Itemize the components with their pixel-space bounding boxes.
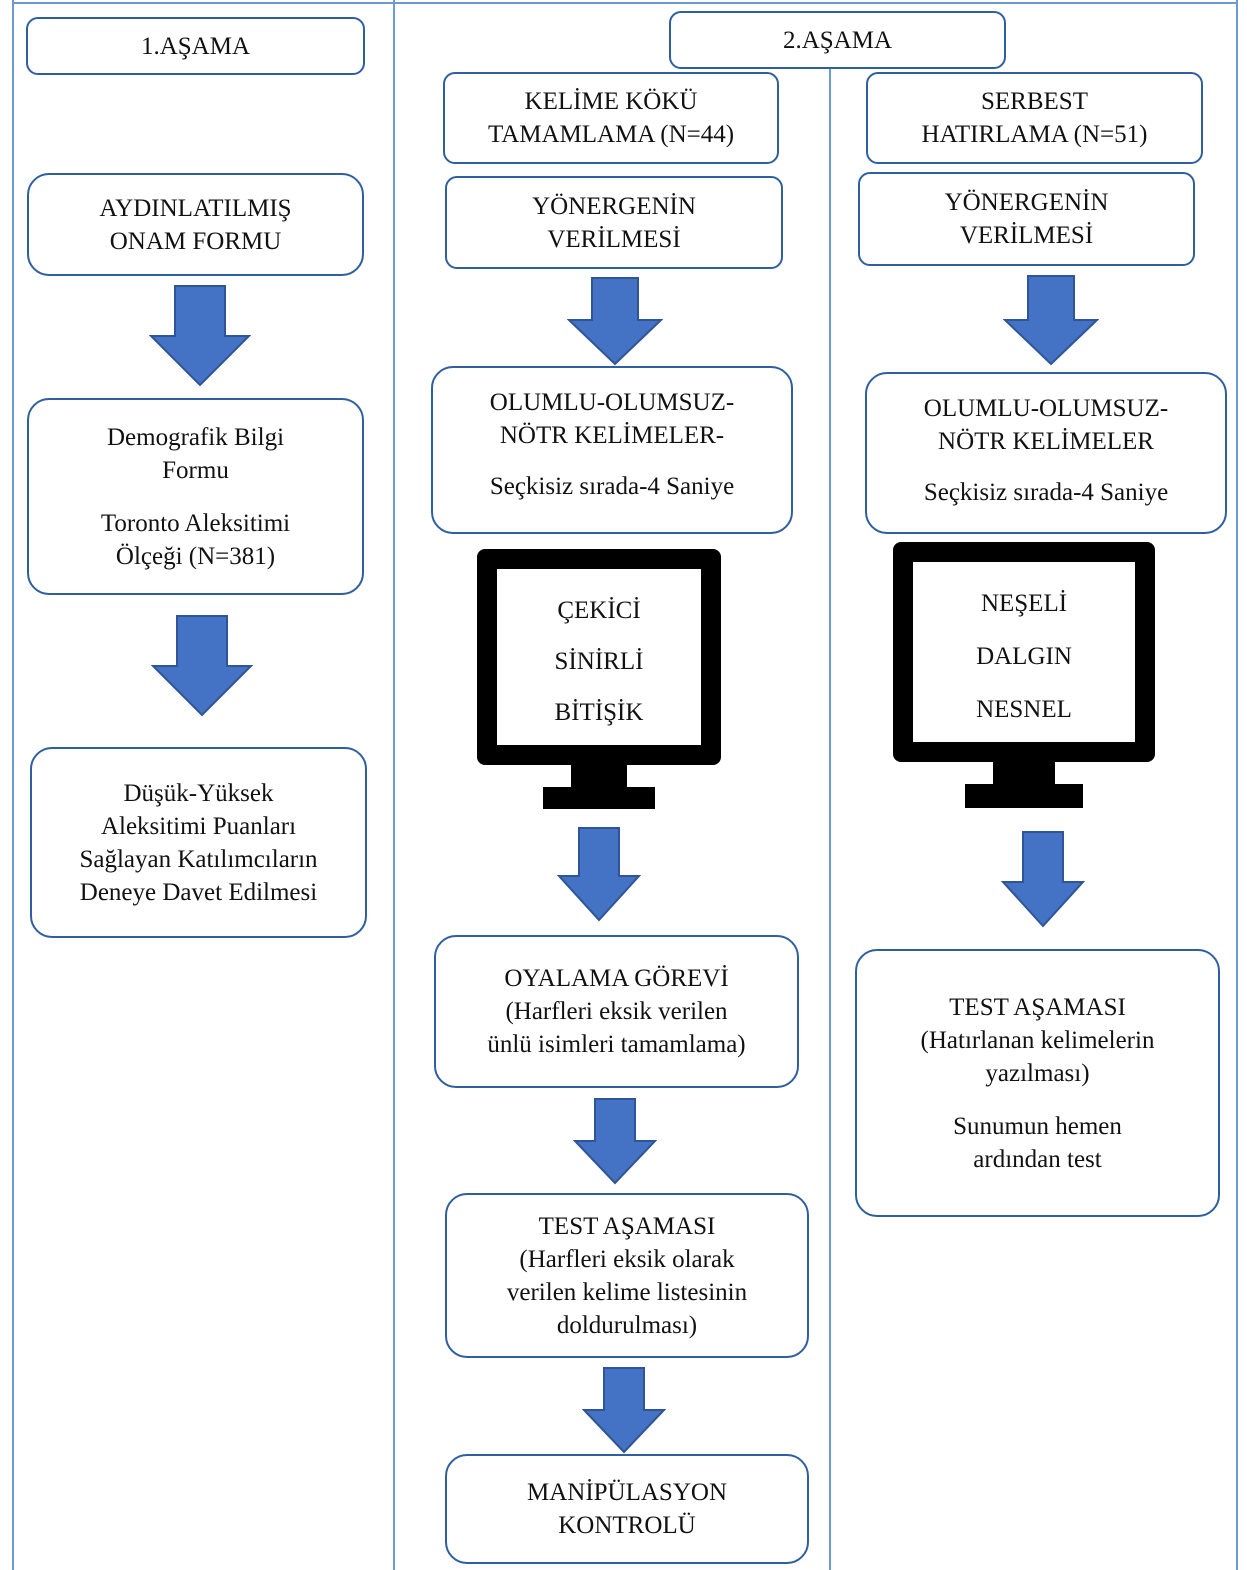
monitor-word: NESNEL xyxy=(976,695,1072,723)
monitor-icon: NEŞELİ DALGIN NESNEL xyxy=(893,542,1155,808)
toronto-line-1: Toronto Aleksitimi xyxy=(100,509,291,537)
demographic-line-1: Demografik Bilgi xyxy=(106,423,285,451)
free-instruction-line-1: YÖNERGENİN xyxy=(944,189,1109,216)
invite-box: Düşük-Yüksek Aleksitimi Puanları Sağlaya… xyxy=(30,747,367,938)
stem-title-line-2: TAMAMLAMA (N=44) xyxy=(487,121,735,148)
stem-instruction-box: YÖNERGENİN VERİLMESİ xyxy=(445,176,783,269)
free-test-note-line-1: Sunumun hemen xyxy=(953,1112,1122,1140)
invite-line-2: Aleksitimi Puanları xyxy=(100,812,297,840)
stem-words-line-2: NÖTR KELİMELER- xyxy=(499,422,725,449)
divider-left xyxy=(12,0,14,1570)
monitor-word: SİNİRLİ xyxy=(554,647,644,675)
stem-words-line-1: OLUMLU-OLUMSUZ- xyxy=(489,389,735,416)
free-words-box: OLUMLU-OLUMSUZ- NÖTR KELİMELER Seçkisiz … xyxy=(865,372,1227,534)
arrow-down-icon xyxy=(1003,275,1099,366)
free-title-box: SERBEST HATIRLAMA (N=51) xyxy=(866,72,1203,164)
stem-words-timing: Seçkisiz sırada-4 Saniye xyxy=(489,473,735,500)
distractor-line-1: OYALAMA GÖREVİ xyxy=(504,965,729,992)
stem-test-line-1: TEST AŞAMASI xyxy=(538,1212,716,1240)
manipulation-check-box: MANİPÜLASYON KONTROLÜ xyxy=(445,1454,809,1564)
consent-line-2: ONAM FORMU xyxy=(109,227,282,255)
free-instruction-box: YÖNERGENİN VERİLMESİ xyxy=(858,172,1195,266)
stem-test-line-3: verilen kelime listesinin xyxy=(506,1278,748,1306)
distractor-line-3: ünlü isimleri tamamlama) xyxy=(487,1031,746,1058)
stage1-header: 1.AŞAMA xyxy=(26,17,365,75)
manipulation-line-2: KONTROLÜ xyxy=(558,1512,696,1539)
monitor-word: ÇEKİCİ xyxy=(557,596,641,624)
stem-title-box: KELİME KÖKÜ TAMAMLAMA (N=44) xyxy=(443,72,779,164)
invite-line-3: Sağlayan Katılımcıların xyxy=(79,845,318,873)
free-words-line-1: OLUMLU-OLUMSUZ- xyxy=(923,395,1169,422)
divider-top xyxy=(12,2,1238,4)
free-words-timing: Seçkisiz sırada-4 Saniye xyxy=(923,479,1169,506)
free-test-line-2: (Hatırlanan kelimelerin xyxy=(920,1026,1155,1054)
invite-line-1: Düşük-Yüksek xyxy=(123,779,274,807)
free-test-line-1: TEST AŞAMASI xyxy=(949,993,1126,1021)
consent-form-box: AYDINLATILMIŞ ONAM FORMU xyxy=(27,173,364,276)
arrow-down-icon xyxy=(573,1098,657,1185)
monitor-word: NEŞELİ xyxy=(980,590,1068,618)
manipulation-line-1: MANİPÜLASYON xyxy=(526,1479,727,1506)
free-title-line-2: HATIRLAMA (N=51) xyxy=(921,121,1148,148)
free-test-line-3: yazılması) xyxy=(985,1059,1090,1087)
arrow-down-icon xyxy=(151,615,253,717)
free-words-line-2: NÖTR KELİMELER xyxy=(938,428,1154,455)
stem-test-box: TEST AŞAMASI (Harfleri eksik olarak veri… xyxy=(445,1193,809,1358)
divider-columns xyxy=(829,60,831,1570)
divider-right xyxy=(1236,0,1238,1570)
stem-title-line-1: KELİME KÖKÜ xyxy=(524,88,698,115)
monitor-word: BİTİŞİK xyxy=(554,699,644,727)
monitor-icon: ÇEKİCİ SİNİRLİ BİTİŞİK xyxy=(477,549,721,809)
stem-instruction-line-1: YÖNERGENİN xyxy=(532,192,696,220)
toronto-line-2: Ölçeği (N=381) xyxy=(115,542,276,570)
free-title-line-1: SERBEST xyxy=(981,88,1088,115)
arrow-down-icon xyxy=(1001,831,1085,928)
demographic-box: Demografik Bilgi Formu Toronto Aleksitim… xyxy=(27,398,364,595)
stem-words-box: OLUMLU-OLUMSUZ- NÖTR KELİMELER- Seçkisiz… xyxy=(431,366,793,534)
free-test-box: TEST AŞAMASI (Hatırlanan kelimelerin yaz… xyxy=(855,949,1220,1217)
distractor-line-2: (Harfleri eksik verilen xyxy=(505,998,728,1025)
free-instruction-line-2: VERİLMESİ xyxy=(959,222,1094,249)
arrow-down-icon xyxy=(567,277,663,366)
divider-stage xyxy=(393,0,395,1570)
stage1-header-label: 1.AŞAMA xyxy=(140,32,251,60)
stem-instruction-line-2: VERİLMESİ xyxy=(547,225,681,253)
distractor-box: OYALAMA GÖREVİ (Harfleri eksik verilen ü… xyxy=(434,935,799,1088)
demographic-line-2: Formu xyxy=(162,456,229,484)
stem-test-line-4: doldurulması) xyxy=(556,1311,698,1339)
stage2-header-label: 2.AŞAMA xyxy=(782,26,893,54)
monitor-word: DALGIN xyxy=(976,642,1072,670)
stem-test-line-2: (Harfleri eksik olarak xyxy=(519,1245,735,1273)
stage2-header: 2.AŞAMA xyxy=(669,11,1006,69)
arrow-down-icon xyxy=(557,827,641,922)
arrow-down-icon xyxy=(582,1367,666,1454)
consent-line-1: AYDINLATILMIŞ xyxy=(99,194,292,222)
invite-line-4: Deneye Davet Edilmesi xyxy=(79,878,318,906)
arrow-down-icon xyxy=(149,285,251,387)
free-test-note-line-2: ardından test xyxy=(973,1145,1102,1173)
